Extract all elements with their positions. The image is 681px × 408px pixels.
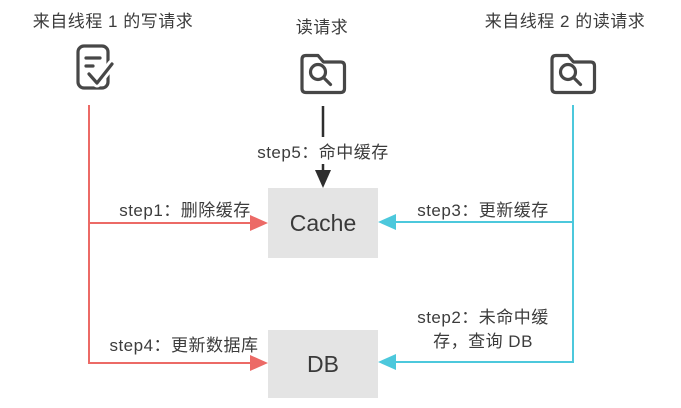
writer-label: 来自线程 1 的写请求 xyxy=(32,12,194,31)
cache-node: Cache xyxy=(268,188,378,258)
step5-arrowhead xyxy=(315,170,331,188)
document-check-icon xyxy=(65,40,125,100)
step1-label: step1：删除缓存 xyxy=(119,201,251,220)
write-flow-line xyxy=(88,105,252,364)
step1-arrowhead xyxy=(250,215,268,231)
step2-arrowhead xyxy=(378,354,396,370)
step4-arrowhead xyxy=(250,355,268,371)
step2-label-line1: step2：未命中缓 xyxy=(417,308,549,327)
step3-arrowhead xyxy=(378,214,396,230)
db-node: DB xyxy=(268,330,378,398)
step4-label: step4：更新数据库 xyxy=(109,336,259,355)
folder-search-icon xyxy=(293,42,353,102)
step2-label-line2: 存，查询 DB xyxy=(433,332,533,351)
step2-label: step2：未命中缓 存，查询 DB xyxy=(417,306,549,354)
step3-label: step3：更新缓存 xyxy=(417,201,549,220)
folder-search-svg xyxy=(300,53,347,95)
document-check-svg xyxy=(76,44,117,90)
folder-search-icon xyxy=(543,42,603,102)
reader-label: 读请求 xyxy=(295,18,349,37)
reader2-label: 来自线程 2 的读请求 xyxy=(484,12,646,31)
step5-label: step5：命中缓存 xyxy=(251,137,395,164)
folder-search-svg xyxy=(550,53,597,95)
